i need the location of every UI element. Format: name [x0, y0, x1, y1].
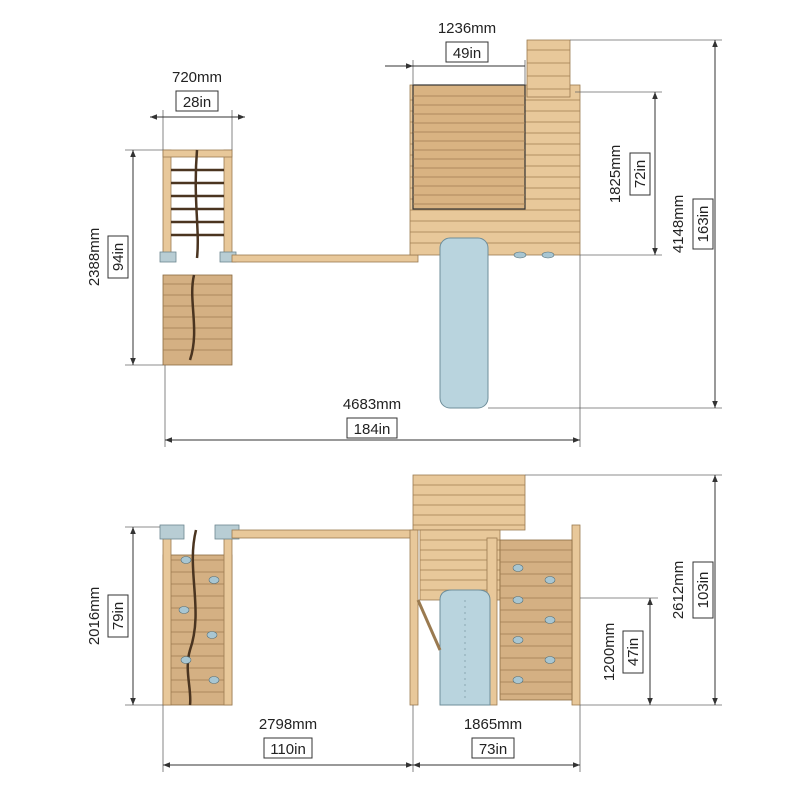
beam-span-in: 110in [270, 741, 306, 758]
deck-depth-mm: 1825mm [607, 145, 624, 203]
tower-front [409, 474, 581, 706]
ladder-top [526, 39, 571, 98]
tower-width-in: 73in [479, 741, 507, 758]
climbing-hold [512, 636, 524, 644]
beam-span-mm: 2798mm [259, 716, 317, 733]
deck-height-in: 47in [625, 638, 642, 666]
dim-overall-height: 2612mm 103in [525, 474, 722, 705]
deck-width-in: 49in [453, 45, 481, 62]
climbing-frame-top [159, 149, 237, 366]
top-view: 720mm 28in 2388mm 94in 1236mm 49in 1825m… [86, 20, 722, 447]
dim-tower-width: 1865mm 73in [413, 705, 581, 772]
deck-height-mm: 1200mm [601, 623, 618, 681]
front-view: 2016mm 79in 2798mm 110in 1865mm 73in 120… [86, 474, 722, 772]
overall-width-in: 184in [354, 421, 391, 438]
climbing-frame-front [159, 524, 240, 706]
climbing-hold [178, 606, 190, 614]
tower-top [409, 39, 581, 409]
roof-panel [412, 84, 526, 210]
frame-width-mm: 720mm [172, 69, 222, 86]
swing-beam-front [231, 529, 416, 539]
deck-width-mm: 1236mm [438, 20, 496, 37]
overall-height-mm: 2612mm [670, 561, 687, 619]
dim-overall-depth: 4148mm 163in [488, 39, 722, 409]
frame-depth-mm: 2388mm [86, 228, 103, 286]
climbing-hold [208, 576, 220, 584]
climbing-hold [544, 616, 556, 624]
climbing-hold [512, 564, 524, 572]
dim-deck-depth: 1825mm 72in [575, 91, 662, 256]
dim-deck-width: 1236mm 49in [385, 20, 526, 85]
climbing-hold [206, 631, 218, 639]
climbing-hold [180, 556, 192, 564]
frame-height-in: 79in [110, 602, 127, 630]
tower-width-mm: 1865mm [464, 716, 522, 733]
slide-top [439, 237, 489, 409]
dim-overall-width: 4683mm 184in [164, 255, 581, 447]
frame-width-in: 28in [183, 94, 211, 111]
dim-frame-depth: 2388mm 94in [86, 149, 163, 366]
deck-depth-in: 72in [632, 160, 649, 188]
climbing-hold [180, 656, 192, 664]
frame-depth-in: 94in [110, 243, 127, 271]
overall-height-in: 103in [695, 572, 712, 609]
frame-height-mm: 2016mm [86, 587, 103, 645]
dim-frame-width: 720mm 28in [150, 69, 245, 150]
overall-depth-mm: 4148mm [670, 195, 687, 253]
slide-front [439, 589, 491, 706]
roof-front [412, 474, 526, 531]
climbing-hold [512, 676, 524, 684]
overall-depth-in: 163in [695, 206, 712, 243]
climbing-hold [512, 596, 524, 604]
climbing-hold [208, 676, 220, 684]
overall-width-mm: 4683mm [343, 396, 401, 413]
dim-frame-height: 2016mm 79in [86, 526, 163, 706]
climbing-hold [544, 576, 556, 584]
swing-beam-top [231, 254, 419, 263]
dim-deck-height: 1200mm 47in [580, 597, 722, 706]
dim-beam-span: 2798mm 110in [162, 705, 414, 772]
climbing-hold [544, 656, 556, 664]
